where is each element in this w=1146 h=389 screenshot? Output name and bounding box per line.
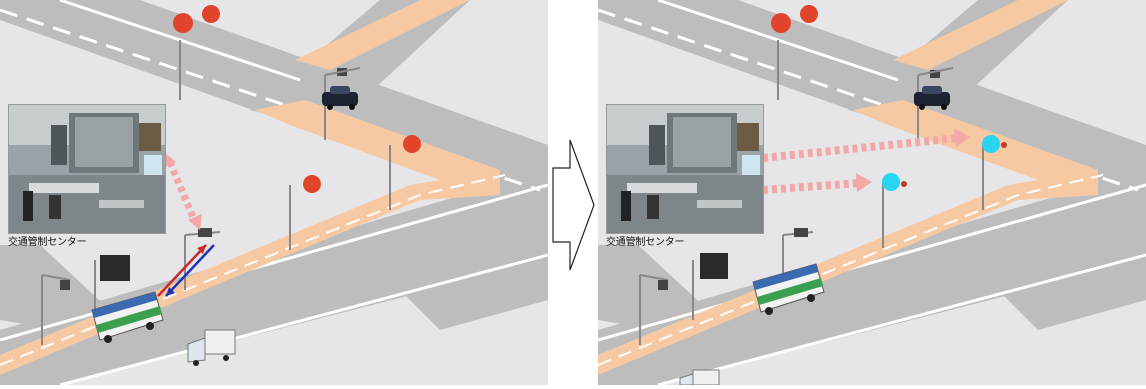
truck-icon — [679, 369, 720, 385]
control-center-photo — [8, 104, 166, 234]
left-road-scene — [0, 0, 548, 385]
truck-icon — [187, 329, 236, 366]
traffic-signal-icon — [771, 5, 818, 100]
road-lower-right — [400, 240, 548, 330]
downlink-arrow — [165, 244, 215, 297]
priority-request-arrow — [762, 173, 872, 194]
roadside-sensor-pole — [324, 67, 361, 140]
uplink-arrow — [157, 244, 207, 297]
traffic-signal-icon — [289, 175, 321, 250]
bus-lane — [598, 100, 1098, 375]
traffic-signal-icon — [982, 135, 1007, 210]
transition-arrow-area — [548, 0, 598, 385]
traffic-signal-icon — [389, 135, 421, 210]
traffic-signal-icon — [882, 173, 907, 248]
control-center-caption: 交通管制センター — [606, 237, 685, 248]
road-lower-left — [0, 245, 110, 330]
bus-lane-upper — [295, 0, 470, 70]
bus-icon — [91, 291, 164, 343]
control-center-photo — [606, 104, 764, 234]
priority-request-arrow — [762, 128, 970, 162]
control-center-caption: 交通管制センター — [8, 237, 87, 248]
hollow-right-arrow-icon — [552, 139, 595, 271]
road-upper-right — [250, 0, 470, 130]
bus-icon — [752, 263, 825, 315]
roadside-sensor-pole — [184, 228, 221, 290]
roadside-sensor-pole — [917, 67, 954, 140]
after-panel: 交通管制センター — [598, 0, 1146, 385]
info-board — [692, 253, 728, 320]
before-panel: 交通管制センター — [0, 0, 548, 385]
roadside-sensor-pole — [639, 274, 669, 345]
car-icon — [322, 86, 358, 110]
car-icon — [914, 86, 950, 110]
roadside-sensor-pole — [41, 274, 71, 345]
traffic-signal-icon — [173, 5, 220, 100]
info-board — [94, 255, 130, 320]
